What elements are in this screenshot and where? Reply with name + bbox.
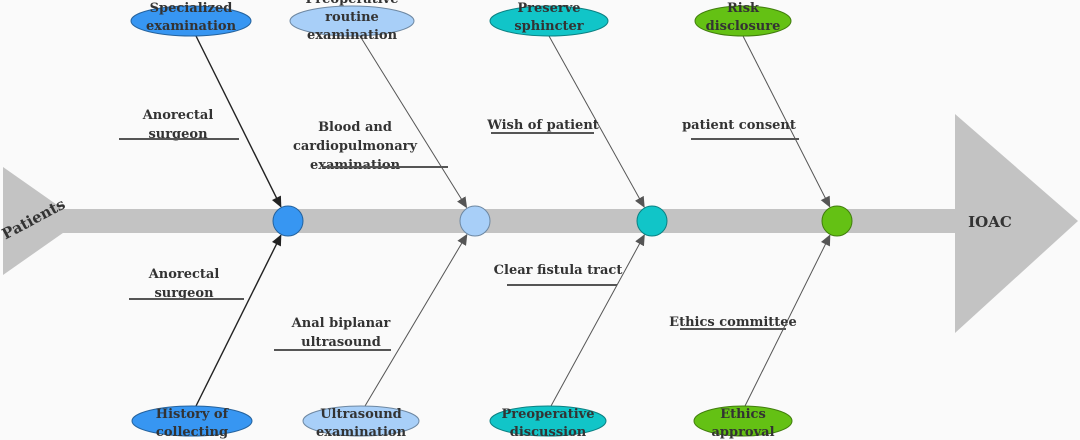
top-node-label-line: Risk xyxy=(727,1,760,16)
top-node-label: Risk disclosure xyxy=(706,1,781,34)
top-node xyxy=(489,5,609,37)
top-cause-label-line: examination xyxy=(310,158,401,173)
bottom-node-label: Preoperative discussion xyxy=(502,407,595,440)
bottom-cause-label: Ethics committee xyxy=(669,315,797,330)
top-cause-label-line: Anorectal xyxy=(142,108,214,123)
spine-hub xyxy=(272,205,304,237)
fish-head xyxy=(955,114,1078,333)
top-node-label-line: Preoperative xyxy=(306,0,399,7)
top-bone xyxy=(742,35,831,208)
top-node-label-line: Preserve xyxy=(517,1,580,16)
bottom-bone xyxy=(744,234,831,407)
fish-tail xyxy=(3,167,80,275)
bottom-cause-label-line: Clear fistula tract xyxy=(494,263,623,278)
bottom-node xyxy=(302,405,420,437)
top-node-label-line: examination xyxy=(307,28,398,43)
bottom-node xyxy=(489,405,607,437)
bottom-bone xyxy=(364,233,468,407)
top-node-label: Specialized examination xyxy=(146,1,237,34)
bones-layer xyxy=(195,35,831,407)
top-node-label-line: sphincter xyxy=(514,19,583,34)
bottom-node-label-line: discussion xyxy=(510,425,587,440)
top-bone xyxy=(548,35,645,208)
top-node-label-line: Specialized xyxy=(150,1,233,16)
bottom-node-label-line: History of xyxy=(156,407,230,422)
top-node xyxy=(130,5,252,37)
top-node-label-line: examination xyxy=(146,19,237,34)
bottom-node-label-line: approval xyxy=(711,425,774,440)
bottom-cause-label-line: Ethics committee xyxy=(669,315,797,330)
bottom-cause-label-line: surgeon xyxy=(154,286,214,301)
bottom-bone xyxy=(195,234,282,407)
hubs-layer xyxy=(272,205,853,237)
top-node xyxy=(694,5,792,37)
bottom-cause-label: Clear fistula tract xyxy=(494,263,623,278)
top-node xyxy=(289,5,415,37)
top-node-label-line: disclosure xyxy=(706,19,781,34)
bottom-node-label-line: Ethics xyxy=(720,407,766,422)
top-cause-label-line: Blood and xyxy=(318,120,392,135)
spine-hub xyxy=(636,205,668,237)
bottom-cause-label-line: Anorectal xyxy=(148,267,220,282)
bottom-node xyxy=(131,405,253,437)
bottom-node xyxy=(693,405,793,437)
spine-hub xyxy=(459,205,491,237)
bottom-node-label: Ultrasound examination xyxy=(316,407,407,440)
bottom-node-label-line: examination xyxy=(316,425,407,440)
top-node-label: Preserve sphincter xyxy=(514,1,583,34)
top-node-label: Preoperative routine examination xyxy=(306,0,399,43)
bottom-node-label-line: collecting xyxy=(156,425,228,440)
bottom-cause-label: Anorectal surgeon xyxy=(148,267,220,301)
bottom-node-label: Ethics approval xyxy=(711,407,774,440)
top-cause-label: patient consent xyxy=(682,118,796,133)
spine-hub xyxy=(821,205,853,237)
spine xyxy=(40,209,970,233)
head-label: IOAC xyxy=(968,213,1012,231)
bottom-node-label-line: Preoperative xyxy=(502,407,595,422)
top-node-label-line: routine xyxy=(325,10,379,25)
top-cause-label: Wish of patient xyxy=(486,118,599,133)
top-cause-label-line: cardiopulmonary xyxy=(293,139,418,154)
bottom-bone xyxy=(550,234,645,407)
top-bone xyxy=(195,35,282,208)
top-bone xyxy=(359,35,468,209)
bottom-cause-label: Anal biplanar ultrasound xyxy=(291,316,391,350)
top-cause-label: Blood and cardiopulmonary examination xyxy=(293,120,418,173)
top-cause-label-line: patient consent xyxy=(682,118,796,133)
bottom-cause-label-line: ultrasound xyxy=(301,335,381,350)
top-cause-label-line: Wish of patient xyxy=(486,118,599,133)
bottom-cause-label-line: Anal biplanar xyxy=(291,316,391,331)
bottom-node-label: History of collecting xyxy=(156,407,230,440)
bottom-node-label-line: Ultrasound xyxy=(320,407,402,422)
